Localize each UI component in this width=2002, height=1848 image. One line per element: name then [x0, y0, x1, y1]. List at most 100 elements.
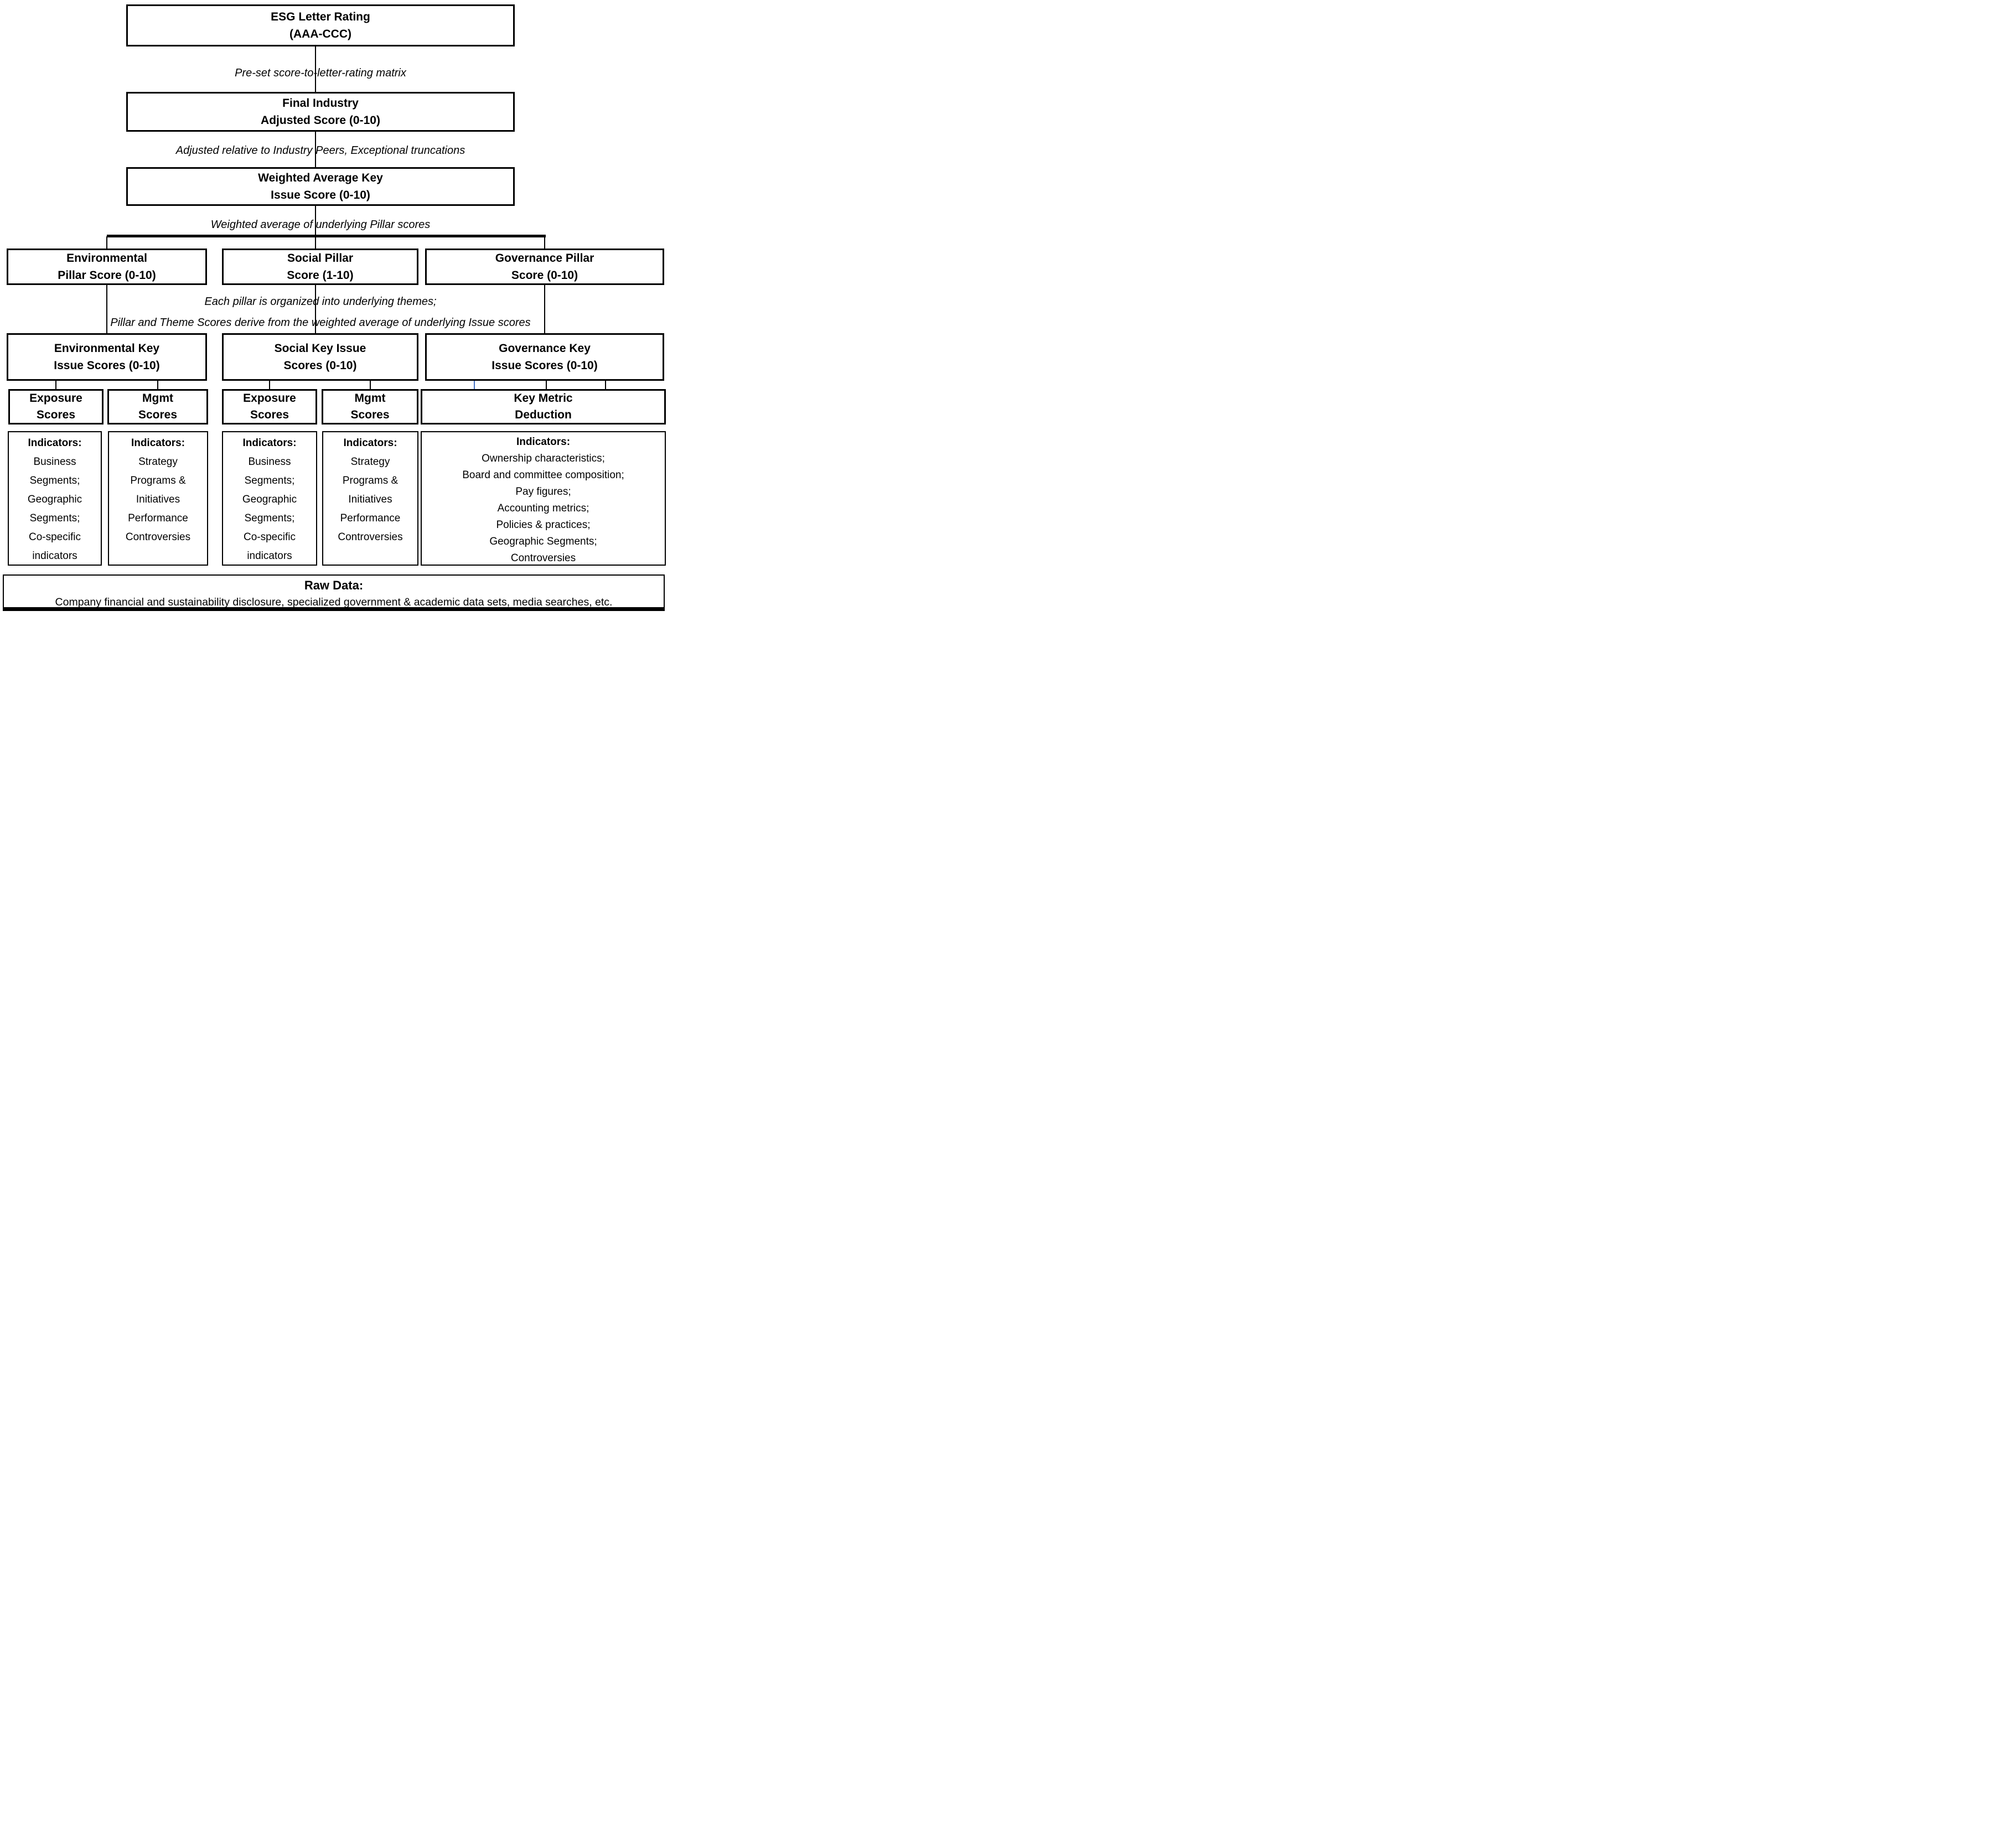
indicator-line: Co-specific	[29, 531, 81, 543]
box-esg-letter-rating: ESG Letter Rating (AAA-CCC)	[126, 4, 515, 46]
box-social-mgmt-scores: Mgmt Scores	[322, 389, 418, 425]
indicator-line: Controversies	[510, 552, 576, 564]
box-environmental-pillar-score: Environmental Pillar Score (0-10)	[7, 249, 207, 285]
indicator-line: Geographic	[242, 494, 297, 505]
note-score-to-letter-matrix: Pre-set score-to-letter-rating matrix	[235, 67, 406, 79]
box-key-metric-deduction: Key Metric Deduction	[421, 389, 666, 425]
raw-data-title: Raw Data:	[304, 578, 364, 592]
indicator-line: Accounting metrics;	[497, 503, 589, 514]
box-social-exposure-indicators: Indicators: Business Segments; Geographi…	[222, 431, 317, 566]
connector-final-to-weighted	[315, 132, 316, 167]
indicator-line: Segments;	[29, 513, 80, 524]
box-social-pillar-line2: Score (1-10)	[287, 269, 354, 282]
box-social-exposure-line2: Scores	[250, 408, 289, 421]
indicator-line: Programs &	[130, 475, 186, 486]
indicator-line: Initiatives	[136, 494, 180, 505]
env-mgmt-indicators-title: Indicators:	[131, 437, 185, 449]
box-env-mgmt-line2: Scores	[138, 408, 178, 421]
box-final-industry-adjusted-score: Final Industry Adjusted Score (0-10)	[126, 92, 515, 132]
indicator-line: indicators	[247, 550, 292, 562]
box-environmental-pillar-line2: Pillar Score (0-10)	[58, 269, 156, 282]
box-governance-key-issue-scores: Governance Key Issue Scores (0-10)	[425, 333, 664, 381]
connector-drop-governance	[544, 236, 545, 249]
indicator-line: Geographic	[27, 494, 82, 505]
connector-gov-pillar-to-key-issue	[544, 285, 545, 333]
note-pillar-themes-line1: Each pillar is organized into underlying…	[204, 296, 437, 308]
indicator-line: Performance	[340, 513, 401, 524]
connector-env-pillar-to-key-issue	[106, 285, 107, 333]
social-exposure-indicators-title: Indicators:	[242, 437, 297, 449]
box-esg-letter-rating-line2: (AAA-CCC)	[289, 28, 351, 40]
connector-gov-to-deduction-blue	[474, 381, 475, 389]
connector-esg-to-final	[315, 46, 316, 92]
box-env-mgmt-indicators: Indicators: Strategy Programs & Initiati…	[108, 431, 208, 566]
connector-gov-to-deduction-right	[605, 381, 606, 389]
connector-gov-to-deduction-mid	[546, 381, 547, 389]
box-social-mgmt-line1: Mgmt	[354, 392, 386, 405]
box-social-key-issue-line1: Social Key Issue	[274, 342, 366, 355]
box-governance-indicators: Indicators: Ownership characteristics; B…	[421, 431, 666, 566]
governance-indicators-title: Indicators:	[516, 436, 571, 448]
box-social-exposure-scores: Exposure Scores	[222, 389, 317, 425]
box-social-mgmt-indicators: Indicators: Strategy Programs & Initiati…	[322, 431, 418, 566]
box-env-key-issue-line1: Environmental Key	[54, 342, 160, 355]
box-environmental-pillar-line1: Environmental	[66, 252, 147, 265]
indicator-line: Segments;	[244, 475, 295, 486]
connector-drop-social	[315, 236, 316, 249]
indicator-line: Segments;	[29, 475, 80, 486]
box-weighted-average-key-issue-score: Weighted Average Key Issue Score (0-10)	[126, 167, 515, 206]
box-esg-letter-rating-line1: ESG Letter Rating	[271, 11, 370, 23]
box-env-exposure-line2: Scores	[36, 408, 76, 421]
indicator-line: Initiatives	[348, 494, 392, 505]
box-env-exposure-line1: Exposure	[29, 392, 82, 405]
box-governance-pillar-score: Governance Pillar Score (0-10)	[425, 249, 664, 285]
box-env-key-issue-line2: Issue Scores (0-10)	[54, 359, 160, 372]
box-env-exposure-scores: Exposure Scores	[8, 389, 104, 425]
note-adjusted-relative-peers: Adjusted relative to Industry Peers, Exc…	[175, 144, 465, 157]
indicator-line: Segments;	[244, 513, 295, 524]
indicator-line: Strategy	[350, 456, 390, 468]
indicator-line: indicators	[32, 550, 77, 562]
box-governance-pillar-line2: Score (0-10)	[511, 269, 578, 282]
indicator-line: Controversies	[125, 531, 191, 543]
indicator-line: Policies & practices;	[496, 519, 591, 531]
box-governance-pillar-line1: Governance Pillar	[495, 252, 594, 265]
box-weighted-average-line1: Weighted Average Key	[258, 172, 383, 184]
indicator-line: Pay figures;	[515, 486, 571, 498]
box-env-mgmt-scores: Mgmt Scores	[107, 389, 208, 425]
box-final-industry-line2: Adjusted Score (0-10)	[261, 114, 380, 127]
indicator-line: Ownership characteristics;	[482, 453, 605, 464]
note-pillar-themes: Each pillar is organized into underlying…	[0, 291, 641, 333]
connector-social-to-mgmt	[370, 381, 371, 389]
box-key-metric-line1: Key Metric	[514, 392, 573, 405]
box-social-key-issue-scores: Social Key Issue Scores (0-10)	[222, 333, 418, 381]
indicator-line: Business	[248, 456, 291, 468]
box-weighted-average-line2: Issue Score (0-10)	[271, 189, 370, 201]
box-env-mgmt-line1: Mgmt	[142, 392, 173, 405]
indicator-line: Board and committee composition;	[462, 469, 624, 481]
indicator-line: Business	[33, 456, 76, 468]
box-final-industry-line1: Final Industry	[282, 97, 359, 110]
connector-env-to-exposure	[55, 381, 56, 389]
indicator-line: Controversies	[338, 531, 403, 543]
esg-rating-flowchart: ESG Letter Rating (AAA-CCC) Pre-set scor…	[0, 0, 668, 616]
raw-data-body: Company financial and sustainability dis…	[55, 596, 613, 608]
note-weighted-average-pillars: Weighted average of underlying Pillar sc…	[210, 219, 431, 231]
box-social-pillar-score: Social Pillar Score (1-10)	[222, 249, 418, 285]
box-environmental-key-issue-scores: Environmental Key Issue Scores (0-10)	[7, 333, 207, 381]
connector-weighted-to-split	[315, 206, 316, 236]
connector-env-to-mgmt	[157, 381, 158, 389]
note-pillar-themes-line2: Pillar and Theme Scores derive from the …	[110, 317, 531, 329]
connector-social-pillar-to-key-issue	[315, 285, 316, 333]
box-social-key-issue-line2: Scores (0-10)	[283, 359, 357, 372]
box-gov-key-issue-line2: Issue Scores (0-10)	[492, 359, 598, 372]
box-social-mgmt-line2: Scores	[350, 408, 390, 421]
box-social-pillar-line1: Social Pillar	[287, 252, 354, 265]
box-env-exposure-indicators: Indicators: Business Segments; Geographi…	[8, 431, 102, 566]
box-social-exposure-line1: Exposure	[243, 392, 296, 405]
indicator-line: Programs &	[342, 475, 399, 486]
box-key-metric-line2: Deduction	[515, 408, 572, 421]
indicator-line: Strategy	[138, 456, 178, 468]
indicator-line: Geographic Segments;	[489, 536, 597, 547]
connector-pillar-split-bar	[107, 235, 546, 237]
